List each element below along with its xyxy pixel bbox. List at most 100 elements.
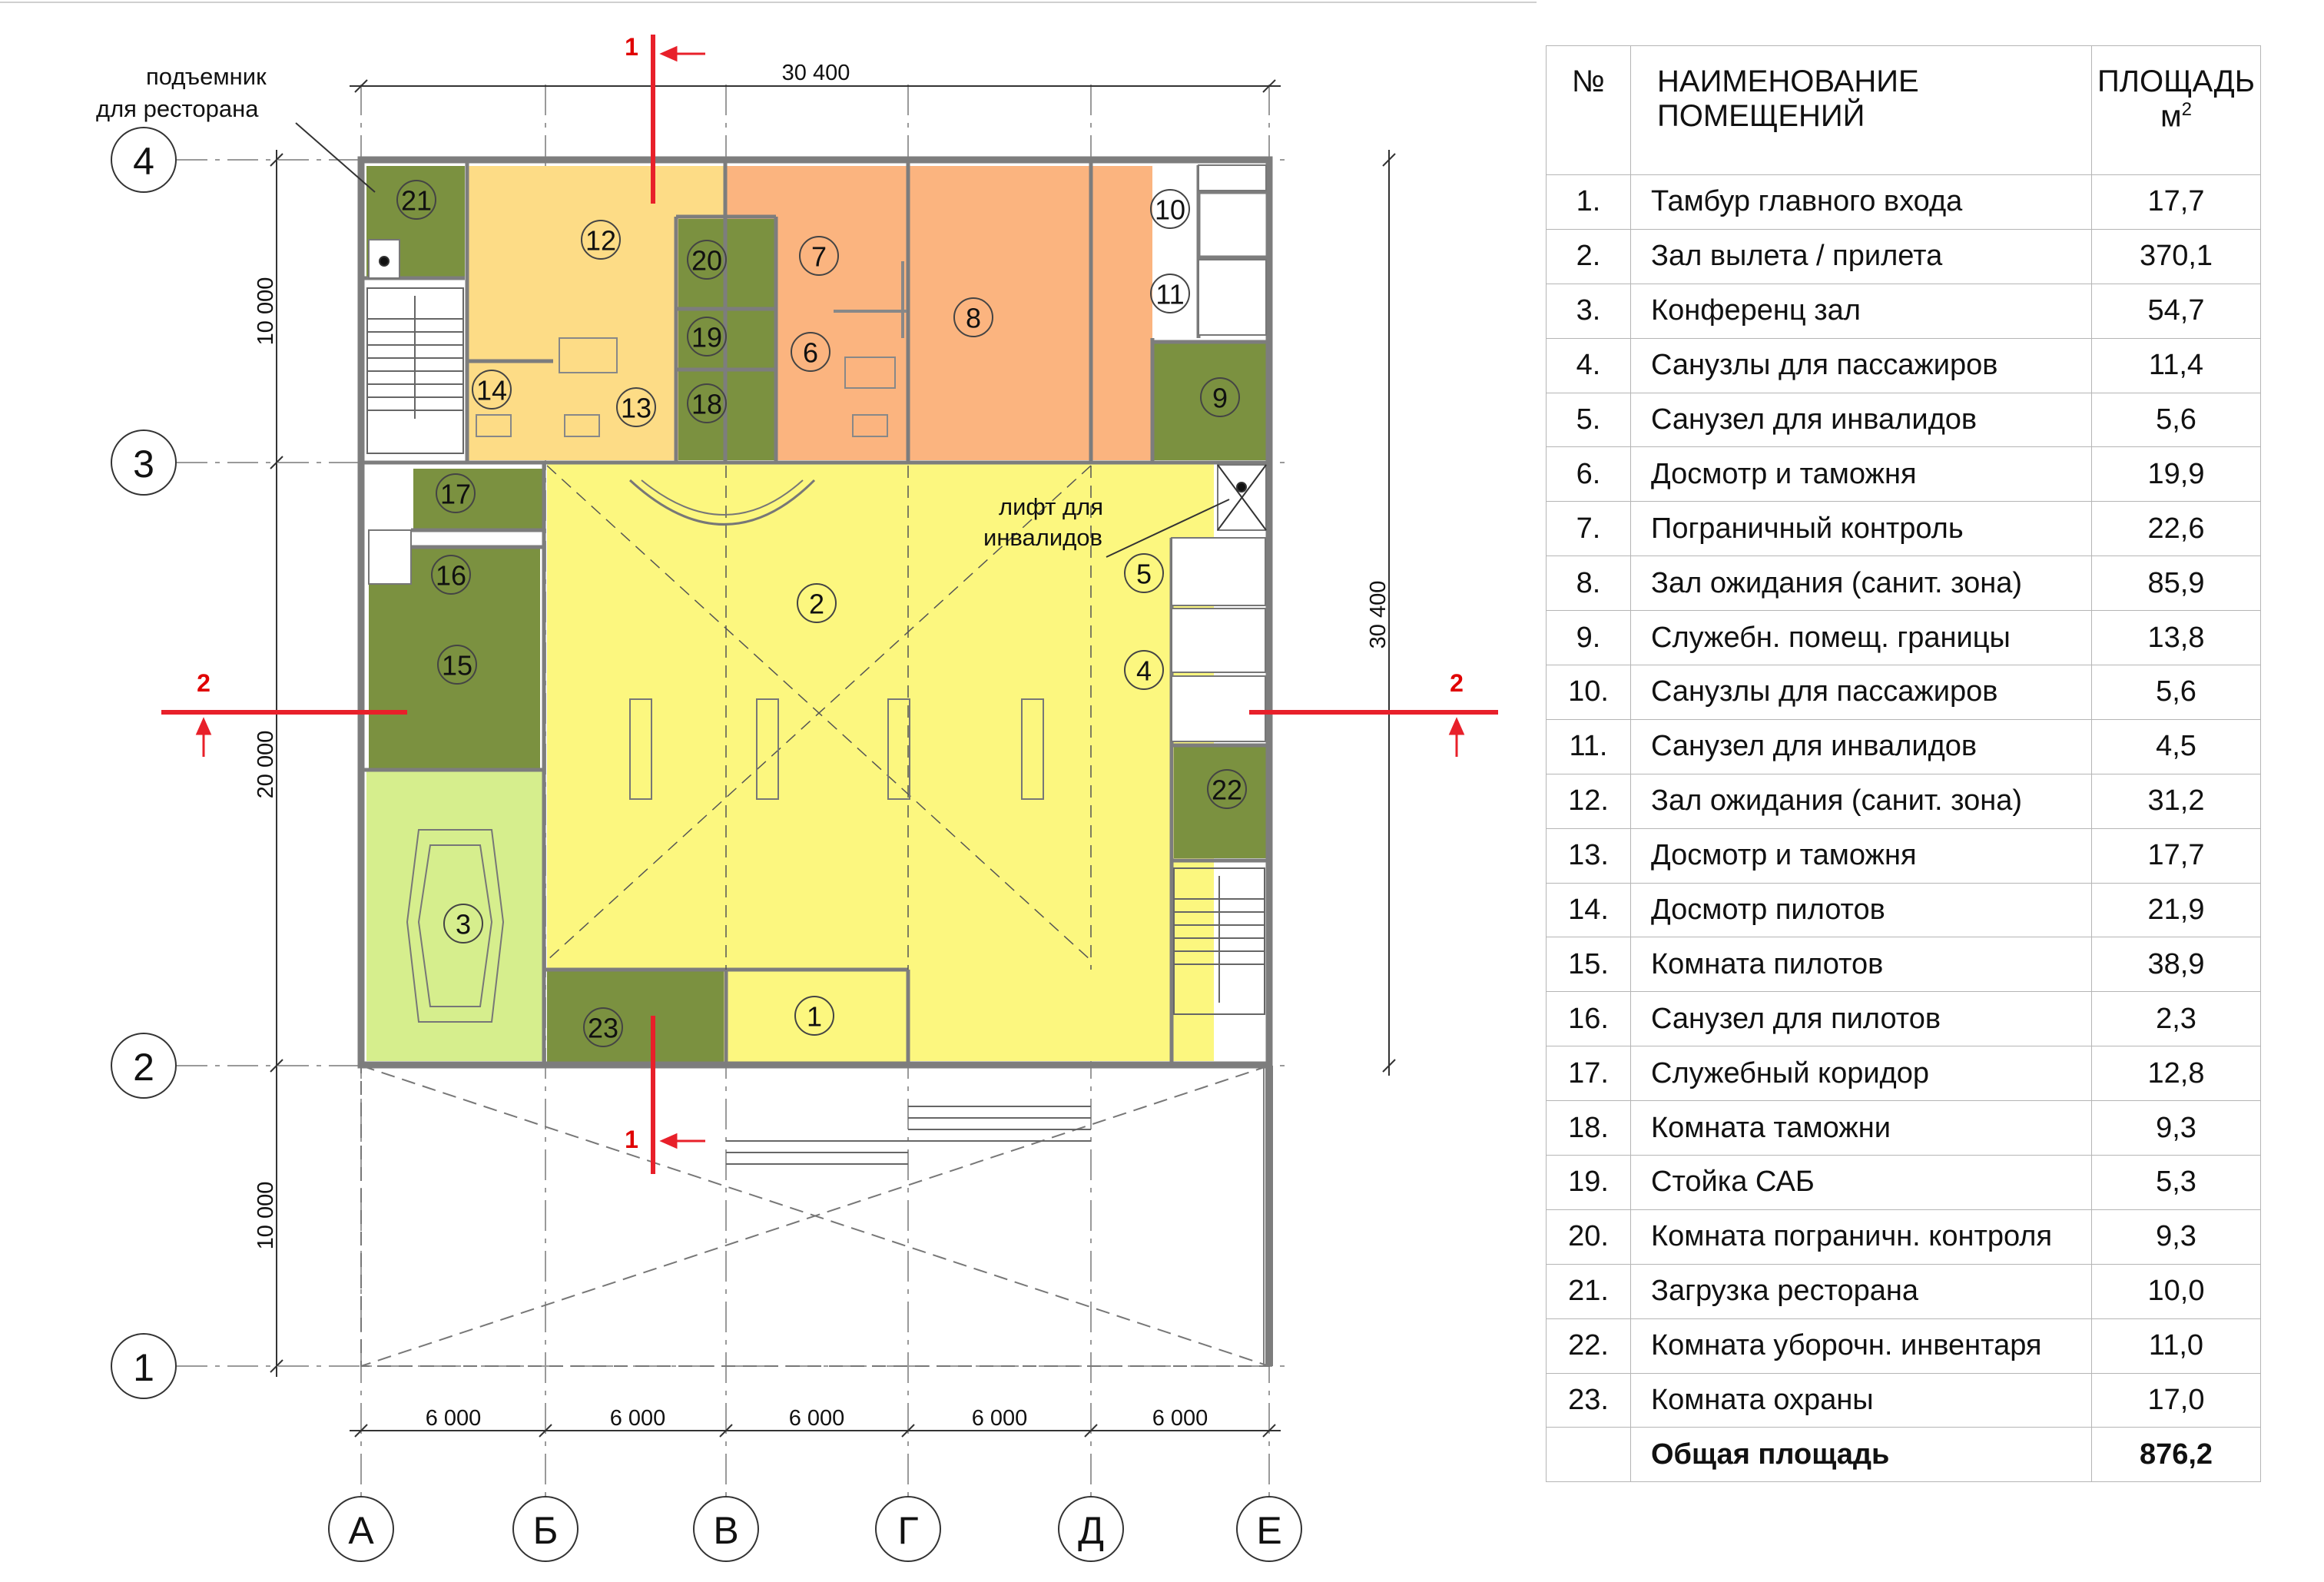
- room-17-fill: [413, 469, 544, 530]
- row-name: Служебн. помещ. границы: [1630, 610, 2092, 666]
- total-label: Общая площадь: [1630, 1427, 2092, 1483]
- header-area-sup: 2: [2181, 99, 2192, 120]
- room-label-4: 4: [1124, 650, 1164, 690]
- walls: [357, 156, 1273, 1366]
- axis-A: А: [328, 1496, 394, 1562]
- row-area: 13,8: [2091, 610, 2261, 666]
- row-name: Пограничный контроль: [1630, 501, 2092, 557]
- section-lines: [161, 35, 1498, 1174]
- row-no: 4.: [1546, 337, 1631, 393]
- row-area: 5,3: [2091, 1155, 2261, 1210]
- section-labels: 1 1 2 2: [197, 33, 1464, 1153]
- row-no: 13.: [1546, 827, 1631, 884]
- axis-V: В: [693, 1496, 759, 1562]
- header-area-line2: м2: [2092, 99, 2260, 134]
- room-label-3: 3: [443, 904, 483, 944]
- svg-text:5: 5: [1136, 559, 1152, 590]
- row-no: 3.: [1546, 283, 1631, 339]
- room-label-7: 7: [799, 236, 839, 276]
- row-no: 23.: [1546, 1372, 1631, 1428]
- row-name: Санузел для пилотов: [1630, 991, 2092, 1047]
- axis-E: Е: [1236, 1496, 1302, 1562]
- row-no: 8.: [1546, 556, 1631, 612]
- svg-text:1: 1: [133, 1346, 154, 1389]
- svg-text:15: 15: [442, 650, 472, 682]
- room-label-1: 1: [794, 996, 834, 1036]
- row-area: 17,7: [2091, 827, 2261, 884]
- row-name: Тамбур главного входа: [1630, 174, 2092, 230]
- svg-text:10 000: 10 000: [254, 277, 278, 346]
- table-header: № НАИМЕНОВАНИЕ ПОМЕЩЕНИЙ ПЛОЩАДЬ м2: [1546, 45, 2261, 175]
- row-area: 21,9: [2091, 882, 2261, 938]
- room-label-6: 6: [791, 332, 830, 372]
- svg-text:14: 14: [476, 375, 507, 406]
- svg-text:2: 2: [1450, 669, 1464, 697]
- row-area: 19,9: [2091, 446, 2261, 502]
- room-label-19: 19: [687, 317, 727, 357]
- row-no: 14.: [1546, 882, 1631, 938]
- row-area: 5,6: [2091, 392, 2261, 448]
- total-area: 876,2: [2091, 1427, 2261, 1483]
- svg-text:2: 2: [133, 1046, 154, 1089]
- room-label-16: 16: [431, 555, 471, 595]
- row-no: 11.: [1546, 718, 1631, 774]
- svg-text:4: 4: [1136, 655, 1152, 687]
- stairs: [366, 287, 1265, 1165]
- room-16-fill: [413, 547, 540, 605]
- header-no: №: [1546, 45, 1631, 175]
- row-no: 16.: [1546, 991, 1631, 1047]
- room-label-12: 12: [581, 220, 621, 260]
- svg-text:16: 16: [436, 560, 466, 592]
- svg-text:21: 21: [401, 185, 432, 217]
- axis-D: Д: [1058, 1496, 1124, 1562]
- svg-text:инвалидов: инвалидов: [983, 524, 1102, 551]
- row-name: Санузел для инвалидов: [1630, 392, 2092, 448]
- row-name: Стойка САБ: [1630, 1155, 2092, 1210]
- row-name: Санузлы для пассажиров: [1630, 665, 2092, 720]
- header-area: ПЛОЩАДЬ м2: [2091, 45, 2261, 175]
- row-area: 11,4: [2091, 337, 2261, 393]
- room-2-fill: [547, 463, 1214, 1061]
- row-area: 54,7: [2091, 283, 2261, 339]
- svg-text:Д: Д: [1078, 1509, 1104, 1552]
- axis-2: 2: [111, 1033, 177, 1099]
- axis-3: 3: [111, 429, 177, 496]
- svg-text:17: 17: [440, 479, 471, 510]
- row-name: Загрузка ресторана: [1630, 1263, 2092, 1319]
- row-name: Комната пограничн. контроля: [1630, 1209, 2092, 1265]
- row-no: 12.: [1546, 773, 1631, 829]
- row-area: 12,8: [2091, 1046, 2261, 1102]
- row-area: 370,1: [2091, 228, 2261, 284]
- lift-shafts: [379, 256, 1267, 531]
- svg-text:Б: Б: [533, 1509, 559, 1552]
- table-row: 12.Зал ожидания (санит. зона)31,2: [1546, 773, 2261, 829]
- row-name: Комната охраны: [1630, 1372, 2092, 1428]
- svg-text:19: 19: [691, 322, 722, 353]
- row-area: 9,3: [2091, 1100, 2261, 1156]
- row-area: 2,3: [2091, 991, 2261, 1047]
- row-name: Комната таможни: [1630, 1100, 2092, 1156]
- svg-text:10: 10: [1155, 194, 1185, 226]
- row-name: Служебный коридор: [1630, 1046, 2092, 1102]
- room-label-18: 18: [687, 383, 727, 423]
- row-no: 2.: [1546, 228, 1631, 284]
- svg-text:22: 22: [1212, 774, 1242, 806]
- svg-text:Г: Г: [897, 1509, 918, 1552]
- row-name: Досмотр и таможня: [1630, 446, 2092, 502]
- row-area: 10,0: [2091, 1263, 2261, 1319]
- svg-text:23: 23: [588, 1013, 618, 1044]
- room-label-13: 13: [616, 387, 656, 427]
- svg-text:2: 2: [197, 669, 211, 697]
- hall-ceiling-lines: [546, 465, 1092, 970]
- row-name: Зал ожидания (санит. зона): [1630, 556, 2092, 612]
- total-no: [1546, 1427, 1631, 1483]
